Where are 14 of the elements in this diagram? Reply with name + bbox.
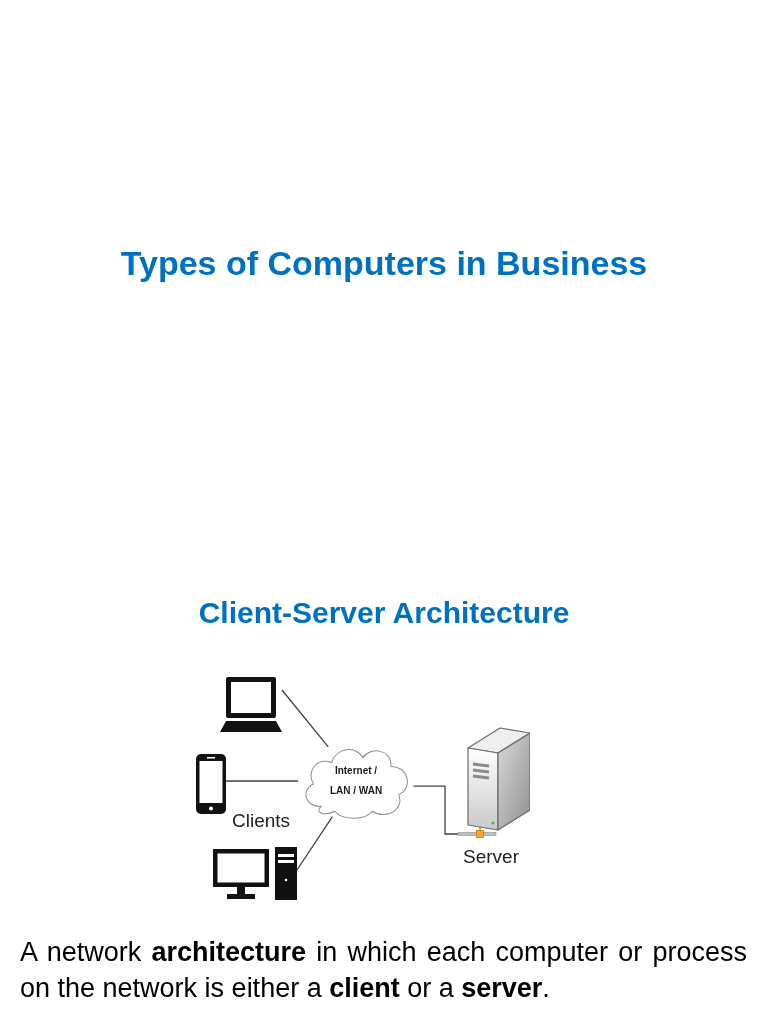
laptop-icon: [220, 677, 282, 732]
page-title: Types of Computers in Business: [119, 243, 649, 284]
section-heading: Client-Server Architecture: [197, 595, 571, 631]
server-tower-icon: [458, 726, 530, 838]
connector-line: [281, 689, 329, 748]
desktop-computer-icon: [213, 847, 297, 900]
cloud-label: Internet / LAN / WAN: [328, 764, 384, 798]
connector-line: [296, 815, 334, 871]
smartphone-icon: [196, 754, 226, 814]
caption-text: A network architecture in which each computer or process on the network is either a client or a server.: [20, 936, 747, 1005]
connector-line: [225, 780, 299, 782]
connector-line: [412, 785, 459, 835]
group-label: Clients: [232, 809, 291, 833]
node-caption: Server: [463, 845, 519, 869]
